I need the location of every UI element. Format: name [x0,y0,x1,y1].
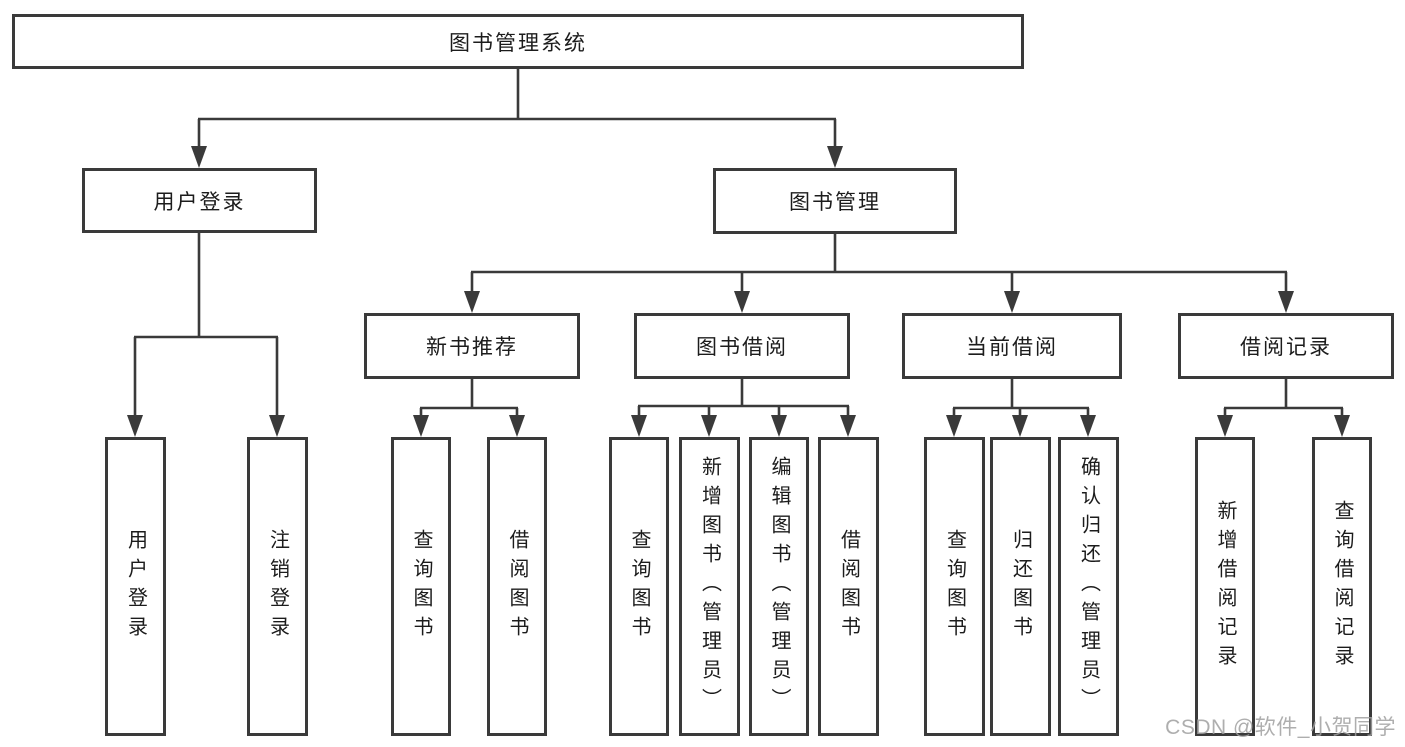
leaf-borrow-book-label: 借阅图书 [837,528,860,645]
leaf-return-book: 归还图书 [990,437,1051,736]
leaf-add-borrow-record: 新增借阅记录 [1195,437,1255,736]
leaf-return-book-label: 归还图书 [1009,528,1032,645]
node-new-book-recommend: 新书推荐 [364,313,580,379]
node-current-borrow-label: 当前借阅 [966,336,1058,359]
leaf-borrow-query-book-label: 查询图书 [628,528,650,645]
node-user-login: 用户登录 [82,168,317,233]
leaf-add-book-admin: 新增图书（管理员） [679,437,740,736]
node-new-book-recommend-label: 新书推荐 [426,336,518,359]
node-book-borrow: 图书借阅 [634,313,850,379]
leaf-edit-book-admin: 编辑图书（管理员） [749,437,809,736]
leaf-add-book-admin-label: 新增图书（管理员） [698,456,721,717]
leaf-recommend-query-book-label: 查询图书 [410,528,432,645]
csdn-watermark: CSDN @软件_小贺同学 [1165,716,1396,739]
node-root: 图书管理系统 [12,14,1024,69]
leaf-logout: 注销登录 [247,437,308,736]
leaf-add-borrow-record-label: 新增借阅记录 [1214,499,1236,674]
node-current-borrow: 当前借阅 [902,313,1122,379]
leaf-user-login-label: 用户登录 [124,528,147,645]
node-book-management: 图书管理 [713,168,957,234]
leaf-edit-book-admin-label: 编辑图书（管理员） [768,456,790,717]
node-root-label: 图书管理系统 [449,31,587,55]
node-book-management-label: 图书管理 [789,191,881,214]
leaf-logout-label: 注销登录 [266,528,289,645]
leaf-borrow-query-book: 查询图书 [609,437,669,736]
leaf-recommend-query-book: 查询图书 [391,437,451,736]
leaf-recommend-borrow-book: 借阅图书 [487,437,547,736]
leaf-query-borrow-record-label: 查询借阅记录 [1331,499,1353,674]
node-borrow-records: 借阅记录 [1178,313,1394,379]
leaf-confirm-return-admin-label: 确认归还（管理员） [1077,456,1100,717]
leaf-current-query-book: 查询图书 [924,437,985,736]
leaf-current-query-book-label: 查询图书 [943,528,966,645]
node-book-borrow-label: 图书借阅 [696,336,788,359]
leaf-recommend-borrow-book-label: 借阅图书 [506,528,528,645]
node-user-login-label: 用户登录 [153,190,246,214]
leaf-query-borrow-record: 查询借阅记录 [1312,437,1372,736]
leaf-user-login: 用户登录 [105,437,166,736]
leaf-confirm-return-admin: 确认归还（管理员） [1058,437,1119,736]
node-borrow-records-label: 借阅记录 [1240,336,1332,359]
leaf-borrow-book: 借阅图书 [818,437,879,736]
